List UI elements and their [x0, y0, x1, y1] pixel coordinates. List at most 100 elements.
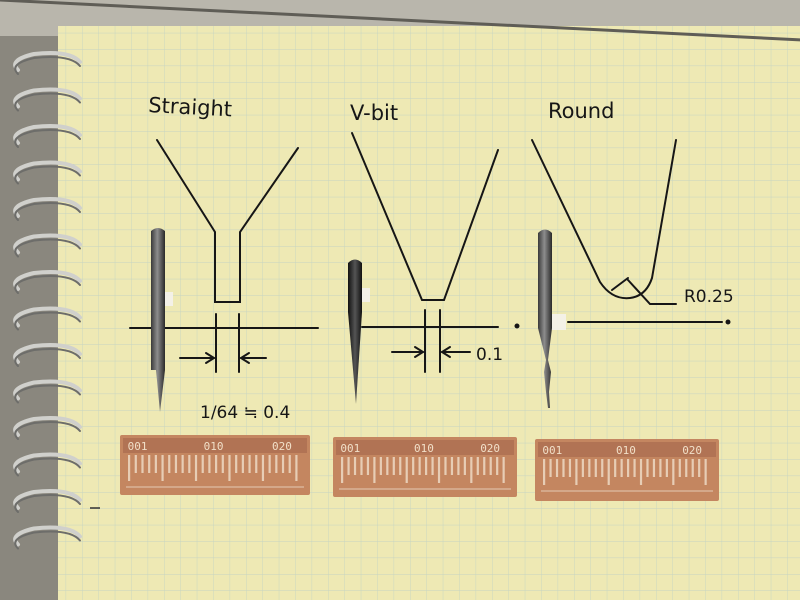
pcb-trace [704, 459, 707, 485]
pcb-marker-001: 001 [340, 442, 360, 455]
spiral-coil-shadow [14, 494, 81, 513]
pcb-trace [181, 455, 184, 473]
pcb-trace [607, 459, 610, 485]
pcb-trace [295, 455, 298, 481]
pcb-trace [659, 459, 662, 477]
pcb-trace [154, 455, 157, 473]
pcb-trace [366, 457, 370, 475]
pcb-trace [568, 459, 572, 477]
spiral-coil-shadow [14, 421, 81, 440]
pcb-trace [627, 459, 630, 477]
pcb-trace [489, 457, 492, 475]
pcb-trace [141, 455, 144, 473]
pcb-marker-010: 010 [616, 444, 636, 457]
pcb-trace [431, 457, 434, 475]
pcb-trace [470, 457, 473, 483]
vbit-width-note: 0.1 [476, 345, 503, 365]
pcb-trace [691, 459, 694, 477]
pcb-trace [261, 455, 265, 481]
pcb-trace [601, 459, 604, 477]
pcb-trace [549, 459, 552, 477]
spiral-coil [13, 489, 82, 510]
pcb-trace [457, 457, 460, 475]
spiral-coil [13, 343, 82, 364]
pcb-trace [678, 459, 681, 477]
pcb-trace [221, 455, 224, 473]
ball-nose-bit-icon [538, 229, 566, 408]
pcb-trace [399, 457, 402, 475]
pcb-trace [201, 455, 204, 473]
pcb-trace [685, 459, 688, 477]
pcb-trace [386, 457, 389, 475]
pcb-trace [353, 457, 357, 475]
v-bit-icon [348, 259, 370, 404]
pcb-trace [412, 457, 415, 475]
pcb-trace [588, 459, 591, 477]
spiral-coil [13, 87, 82, 109]
spiral-coil-shadow [14, 275, 81, 294]
pcb-marker-001: 001 [128, 440, 148, 453]
pcb-trace [275, 455, 278, 473]
spiral-coil-shadow [14, 311, 81, 331]
spiral-coil [13, 306, 82, 328]
pcb-trace [134, 455, 137, 473]
pcb-marker-010: 010 [204, 440, 224, 453]
straight-width-note: 1/64 ≒ 0.4 [200, 403, 290, 423]
pcb-trace [168, 455, 171, 473]
pcb-trace [241, 455, 244, 473]
pcb-trace [425, 457, 428, 475]
pcb-trace [174, 455, 178, 473]
pcb-trace [646, 459, 649, 477]
spiral-coil [13, 233, 82, 255]
spiral-coil [13, 525, 82, 547]
spiral-coil-shadow [14, 202, 81, 221]
spiral-coil [13, 452, 82, 474]
pcb-trace [281, 455, 285, 473]
pcb-marker-001: 001 [542, 444, 562, 457]
pcb-trace [148, 455, 151, 473]
pcb-trace [555, 459, 559, 477]
pcb-marker-010: 010 [414, 442, 434, 455]
pcb-marker-020: 020 [480, 442, 500, 455]
pcb-trace [639, 459, 643, 485]
pcb-trace [665, 459, 668, 477]
vbit-label: V-bit [350, 101, 398, 125]
end-mill-icon [151, 228, 173, 412]
spiral-coil [13, 270, 82, 291]
pcb-trace [581, 459, 584, 477]
pcb-trace [483, 457, 486, 475]
pcb-trace [188, 455, 191, 473]
pcb-trace [341, 457, 344, 483]
pcb-trace [437, 457, 441, 483]
pcb-trace [463, 457, 466, 475]
pcb-trace [502, 457, 505, 483]
pcb-trace [444, 457, 447, 475]
round-label: Round [548, 99, 614, 123]
pcb-trace [255, 455, 258, 473]
spiral-coil-shadow [14, 92, 81, 112]
pcb-trace [128, 455, 131, 481]
grid-paper [58, 26, 800, 600]
pcb-trace [620, 459, 623, 477]
pcb-trace [288, 455, 291, 473]
pcb-trace [652, 459, 656, 477]
spiral-coil [13, 416, 82, 437]
pcb-trace [208, 455, 211, 473]
pcb-trace [215, 455, 218, 473]
vbit-sketch [351, 132, 520, 373]
pcb-trace [194, 455, 198, 481]
spiral-coil [13, 160, 82, 182]
spiral-coil-shadow [14, 457, 81, 477]
spiral-coil-shadow [14, 348, 81, 367]
spiral-coil-shadow [14, 56, 81, 75]
spiral-coil-shadow [14, 384, 81, 404]
pcb-trace [594, 459, 597, 477]
pcb-trace [633, 459, 636, 477]
pcb-trace [496, 457, 499, 475]
spiral-coil [13, 197, 82, 218]
spiral-coil-shadow [14, 165, 81, 185]
pcb-trace [562, 459, 565, 477]
